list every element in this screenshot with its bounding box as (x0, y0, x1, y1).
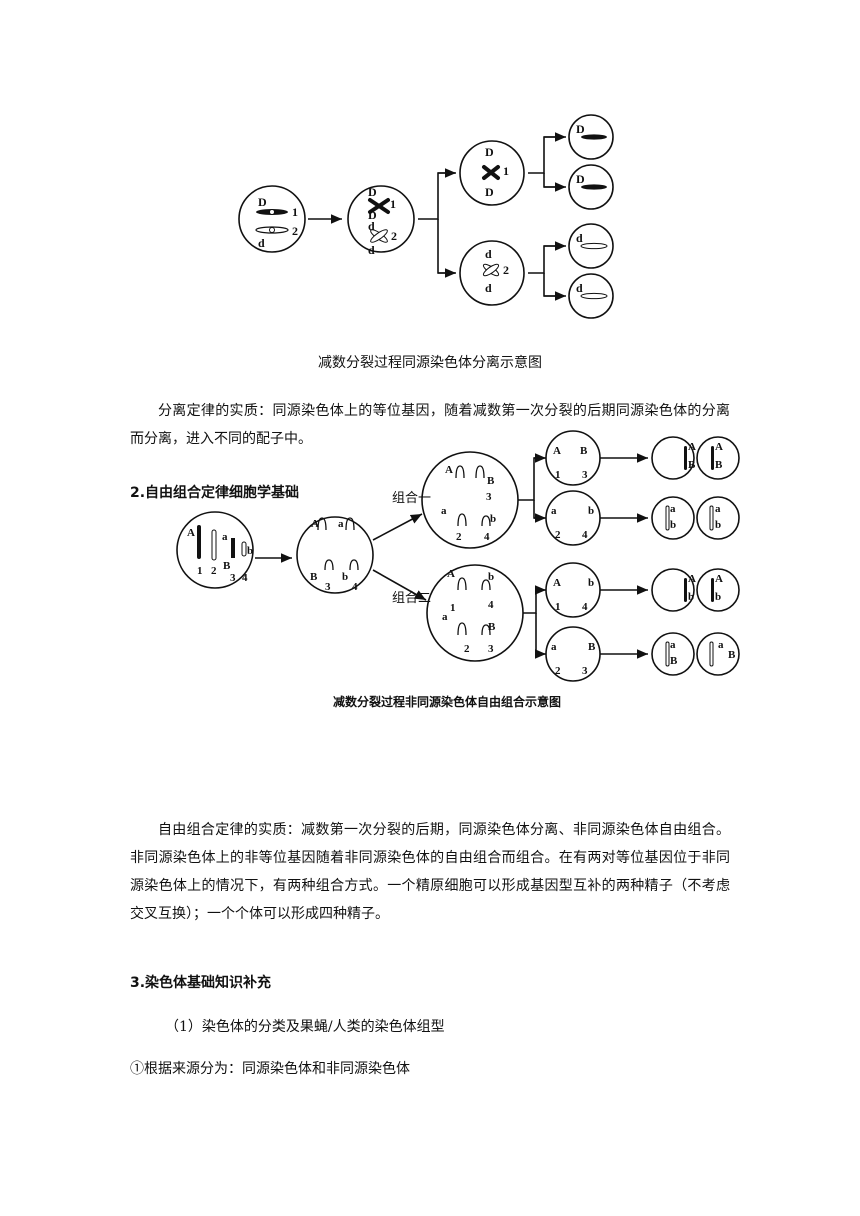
independent-assortment-diagram: A a B b 1 2 3 4 A a B b 3 4 A B 3 a b 2 … (170, 430, 750, 725)
label-A: A (553, 445, 561, 457)
label-A: A (311, 518, 319, 530)
figure2-caption: 减数分裂过程非同源染色体自由组合示意图 (333, 694, 561, 709)
label-b: b (247, 545, 253, 557)
label-a: a (715, 503, 721, 515)
label-B: B (728, 649, 736, 661)
cell-tetrad (297, 517, 373, 593)
label-4: 4 (242, 572, 248, 584)
label-3: 3 (582, 665, 588, 677)
label-4: 4 (582, 601, 588, 613)
subsection-heading: （1）染色体的分类及果蝇/人类的染色体组型 (165, 1016, 445, 1036)
label-2: 2 (211, 565, 217, 577)
label-D: D (485, 185, 494, 199)
label-4: 4 (484, 531, 490, 543)
label-2: 2 (391, 229, 397, 243)
label-A: A (715, 441, 723, 453)
label-b: b (342, 571, 348, 583)
label-1: 1 (503, 164, 509, 178)
label-A: A (688, 441, 696, 453)
label-B: B (670, 655, 678, 667)
label-a: a (338, 518, 344, 530)
route1-label: 组合一 (392, 491, 431, 506)
label-d: d (485, 281, 492, 295)
label-D: D (576, 172, 585, 186)
label-1: 1 (390, 197, 396, 211)
label-d: d (485, 247, 492, 261)
label-B: B (488, 621, 496, 633)
cell-combo1 (422, 452, 518, 548)
label-2: 2 (464, 643, 470, 655)
label-3: 3 (486, 491, 492, 503)
label-3: 3 (325, 581, 331, 593)
label-1: 1 (292, 205, 298, 219)
label-d: d (368, 243, 375, 257)
label-1: 1 (555, 601, 561, 613)
label-4: 4 (488, 599, 494, 611)
label-b: b (488, 571, 494, 583)
label-B: B (688, 459, 696, 471)
label-1: 1 (555, 469, 561, 481)
label-a: a (441, 505, 447, 517)
label-2: 2 (503, 263, 509, 277)
cell-tetrad (348, 186, 414, 252)
label-1: 1 (197, 565, 203, 577)
label-d: d (368, 219, 375, 233)
label-B: B (310, 571, 318, 583)
label-3: 3 (230, 572, 236, 584)
label-d: d (258, 236, 265, 250)
label-B: B (580, 445, 588, 457)
label-4: 4 (582, 529, 588, 541)
label-a: a (442, 611, 448, 623)
assortment-law-paragraph: 自由组合定律的实质：减数第一次分裂的后期，同源染色体分离、非同源染色体自由组合。… (130, 816, 730, 928)
label-a: a (718, 639, 724, 651)
label-D: D (576, 122, 585, 136)
label-a: a (222, 531, 228, 543)
cell-diploid (239, 186, 305, 252)
label-A: A (445, 464, 453, 476)
label-a: a (670, 639, 676, 651)
label-4: 4 (352, 581, 358, 593)
homolog-separation-diagram: D 1 2 d D 1 D d 2 d D 1 D d 2 d D D d d (230, 112, 630, 337)
label-A: A (715, 573, 723, 585)
label-D: D (368, 185, 377, 199)
label-D: D (258, 195, 267, 209)
label-A: A (447, 568, 455, 580)
label-A: A (553, 577, 561, 589)
label-3: 3 (582, 469, 588, 481)
label-d: d (576, 281, 583, 295)
label-B: B (715, 459, 723, 471)
label-b: b (715, 591, 721, 603)
label-B: B (588, 641, 596, 653)
label-a: a (670, 503, 676, 515)
label-B: B (487, 475, 495, 487)
label-b: b (490, 513, 496, 525)
label-2: 2 (555, 529, 561, 541)
label-D: D (485, 145, 494, 159)
label-B: B (223, 560, 231, 572)
label-b: b (715, 519, 721, 531)
label-2: 2 (555, 665, 561, 677)
label-3: 3 (488, 643, 494, 655)
section3-heading: 3.染色体基础知识补充 (130, 972, 271, 992)
label-d: d (576, 231, 583, 245)
label-b: b (588, 505, 594, 517)
label-1: 1 (450, 602, 456, 614)
list-item: ①根据来源分为：同源染色体和非同源染色体 (130, 1058, 410, 1078)
route2-label: 组合二 (392, 591, 431, 606)
label-2: 2 (456, 531, 462, 543)
label-a: a (551, 505, 557, 517)
label-A: A (688, 573, 696, 585)
label-2: 2 (292, 224, 298, 238)
figure1-caption: 减数分裂过程同源染色体分离示意图 (0, 352, 860, 372)
label-b: b (670, 519, 676, 531)
label-a: a (551, 641, 557, 653)
label-b: b (688, 591, 694, 603)
label-b: b (588, 577, 594, 589)
label-A: A (187, 527, 195, 539)
